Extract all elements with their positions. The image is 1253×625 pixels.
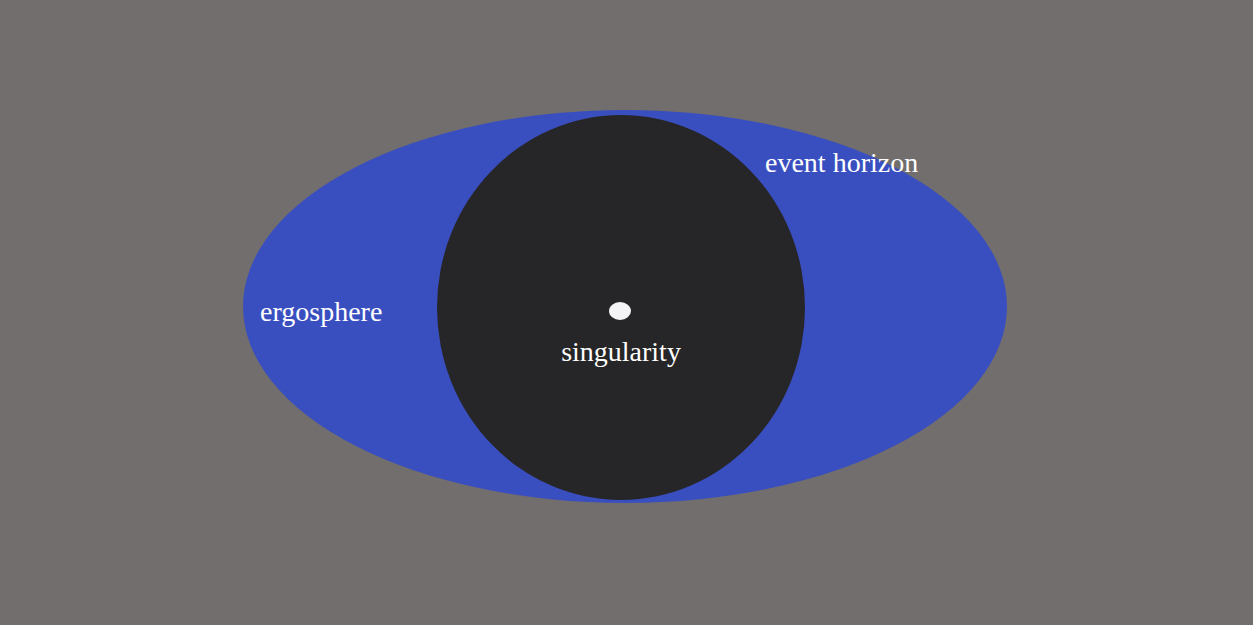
shape-outline (609, 302, 631, 320)
region-label: event horizon (765, 146, 918, 180)
ergosphere-ellipse (243, 110, 1007, 503)
region-label: singularity (561, 335, 681, 369)
event-horizon-circle (437, 115, 805, 500)
ergosphere-ellipse: singularityevent horizonergosphere (243, 110, 1007, 503)
singularity-dot (609, 302, 631, 320)
singularity-dot: singularity (609, 302, 631, 320)
event-horizon-circle: singularityevent horizon (437, 115, 805, 500)
region-label: ergosphere (260, 295, 382, 329)
